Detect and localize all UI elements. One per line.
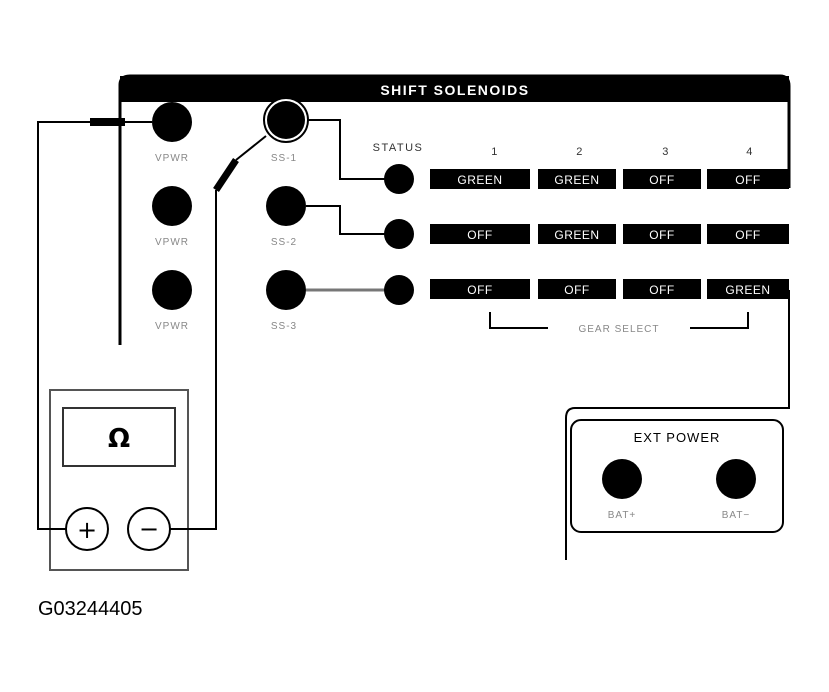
gear-col-4: 4: [746, 146, 754, 158]
gear-select-bracket: [489, 312, 749, 329]
svg-text:OFF: OFF: [735, 228, 761, 242]
svg-text:OFF: OFF: [467, 283, 493, 297]
ext-power-title: EXT POWER: [634, 430, 721, 445]
ohm-symbol: Ω: [108, 424, 130, 454]
panel-border: [118, 74, 791, 345]
panel-border-lower: [565, 290, 790, 560]
ss2-jack[interactable]: [266, 186, 306, 226]
svg-text:OFF: OFF: [649, 228, 675, 242]
svg-text:OFF: OFF: [649, 173, 675, 187]
svg-text:OFF: OFF: [649, 283, 675, 297]
vpwr-jack-1[interactable]: [152, 102, 192, 142]
svg-text:OFF: OFF: [735, 173, 761, 187]
ss3-jack[interactable]: [266, 270, 306, 310]
status-cell-r1c4: OFF: [707, 169, 789, 189]
ss1-jack[interactable]: [267, 101, 305, 139]
gear-col-1: 1: [491, 146, 499, 158]
status-cell-r2c2: GREEN: [538, 224, 616, 244]
svg-text:OFF: OFF: [564, 283, 590, 297]
vpwr-jack-3[interactable]: [152, 270, 192, 310]
svg-text:GREEN: GREEN: [457, 173, 502, 187]
ss1-label: SS-1: [271, 153, 297, 164]
gear-select-label: GEAR SELECT: [578, 324, 659, 335]
bat-minus-jack[interactable]: [716, 459, 756, 499]
svg-text:GREEN: GREEN: [554, 228, 599, 242]
ext-power-box: [570, 419, 784, 533]
bat-minus-label: BAT−: [722, 510, 751, 521]
figure-id: G03244405: [38, 598, 143, 620]
status-cell-r3c2: OFF: [538, 279, 616, 299]
vpwr-jack-2[interactable]: [152, 186, 192, 226]
negative-lead: [170, 190, 217, 530]
minus-icon: −: [139, 515, 159, 543]
bat-plus-label: BAT+: [608, 510, 637, 521]
vpwr-label-1: VPWR: [155, 153, 189, 164]
status-cell-r2c4: OFF: [707, 224, 789, 244]
plus-icon: +: [77, 516, 97, 544]
status-cell-r1c3: OFF: [623, 169, 701, 189]
gear-col-3: 3: [662, 146, 670, 158]
status-cell-r1c1: GREEN: [430, 169, 530, 189]
ss2-wire: [306, 205, 386, 235]
status-led-1: [384, 164, 414, 194]
ss1-wire: [308, 119, 386, 180]
status-cell-r3c3: OFF: [623, 279, 701, 299]
ss2-label: SS-2: [271, 237, 297, 248]
status-cell-r3c4: GREEN: [707, 279, 789, 299]
svg-text:GREEN: GREEN: [554, 173, 599, 187]
panel-title: SHIFT SOLENOIDS: [380, 82, 529, 98]
ohmmeter-display: [62, 407, 176, 467]
ss3-label: SS-3: [271, 321, 297, 332]
bat-plus-jack[interactable]: [602, 459, 642, 499]
positive-lead: [37, 121, 90, 530]
positive-probe: [90, 118, 125, 126]
status-led-2: [384, 219, 414, 249]
status-cell-r2c1: OFF: [430, 224, 530, 244]
negative-probe-tip: [235, 135, 267, 161]
vpwr-label-3: VPWR: [155, 321, 189, 332]
status-label: STATUS: [373, 142, 424, 154]
svg-text:OFF: OFF: [467, 228, 493, 242]
status-cell-r2c3: OFF: [623, 224, 701, 244]
svg-text:GREEN: GREEN: [725, 283, 770, 297]
gear-col-2: 2: [576, 146, 584, 158]
vpwr-label-2: VPWR: [155, 237, 189, 248]
status-led-3: [384, 275, 414, 305]
negative-probe: [213, 158, 239, 192]
status-cell-r3c1: OFF: [430, 279, 530, 299]
panel-title-bar: [120, 76, 789, 102]
status-cell-r1c2: GREEN: [538, 169, 616, 189]
